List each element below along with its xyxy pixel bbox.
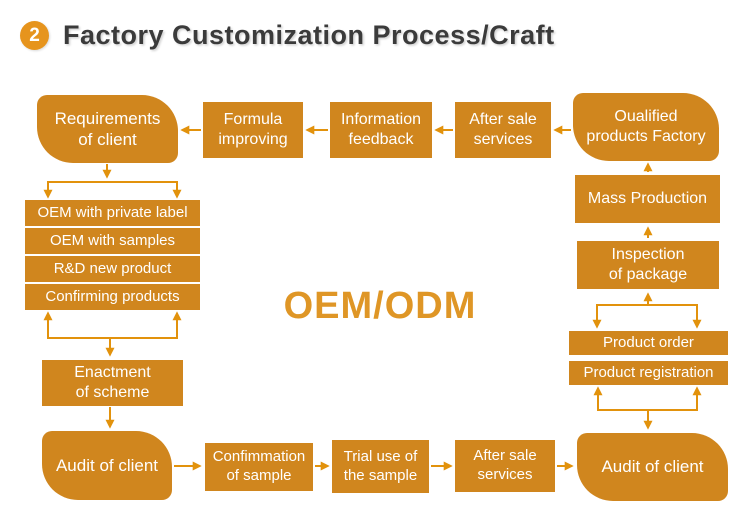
node-inspection-of-package: Inspection of package <box>577 241 719 289</box>
node-information-feedback: Information feedback <box>330 102 432 158</box>
node-product-registration: Product registration <box>569 361 728 385</box>
bracket-from-oem-options <box>43 311 182 339</box>
node-after-sale-services-bottom: After sale services <box>455 440 555 492</box>
center-label-oem-odm: OEM/ODM <box>283 285 477 327</box>
node-formula-improving: Formula improving <box>203 102 303 158</box>
node-enactment-of-scheme: Enactment of scheme <box>42 360 183 406</box>
bracket-from-product-registration <box>593 386 702 411</box>
node-trial-use-of-sample: Trial use of the sample <box>332 440 429 493</box>
node-oem-with-samples: OEM with samples <box>25 228 200 254</box>
node-product-order: Product order <box>569 331 728 355</box>
node-rd-new-product: R&D new product <box>25 256 200 282</box>
page-title: Factory Customization Process/Craft <box>63 20 555 50</box>
node-requirements-of-client: Requirements of client <box>37 95 178 163</box>
split-into-oem-options <box>43 181 182 199</box>
node-mass-production: Mass Production <box>575 175 720 223</box>
title-bar: 2 Factory Customization Process/Craft <box>20 20 555 51</box>
step-number-badge: 2 <box>20 21 49 50</box>
node-audit-of-client-right: Audit of client <box>577 433 728 501</box>
node-confirmation-of-sample: Confimmation of sample <box>205 443 313 491</box>
node-confirming-products: Confirming products <box>25 284 200 310</box>
node-oem-with-private-label: OEM with private label <box>25 200 200 226</box>
node-qualified-products-factory: Oualified products Factory <box>573 93 719 161</box>
node-after-sale-services-top: After sale services <box>455 102 551 158</box>
node-audit-of-client-left: Audit of client <box>42 431 172 500</box>
bracket-into-product-order <box>592 304 702 329</box>
